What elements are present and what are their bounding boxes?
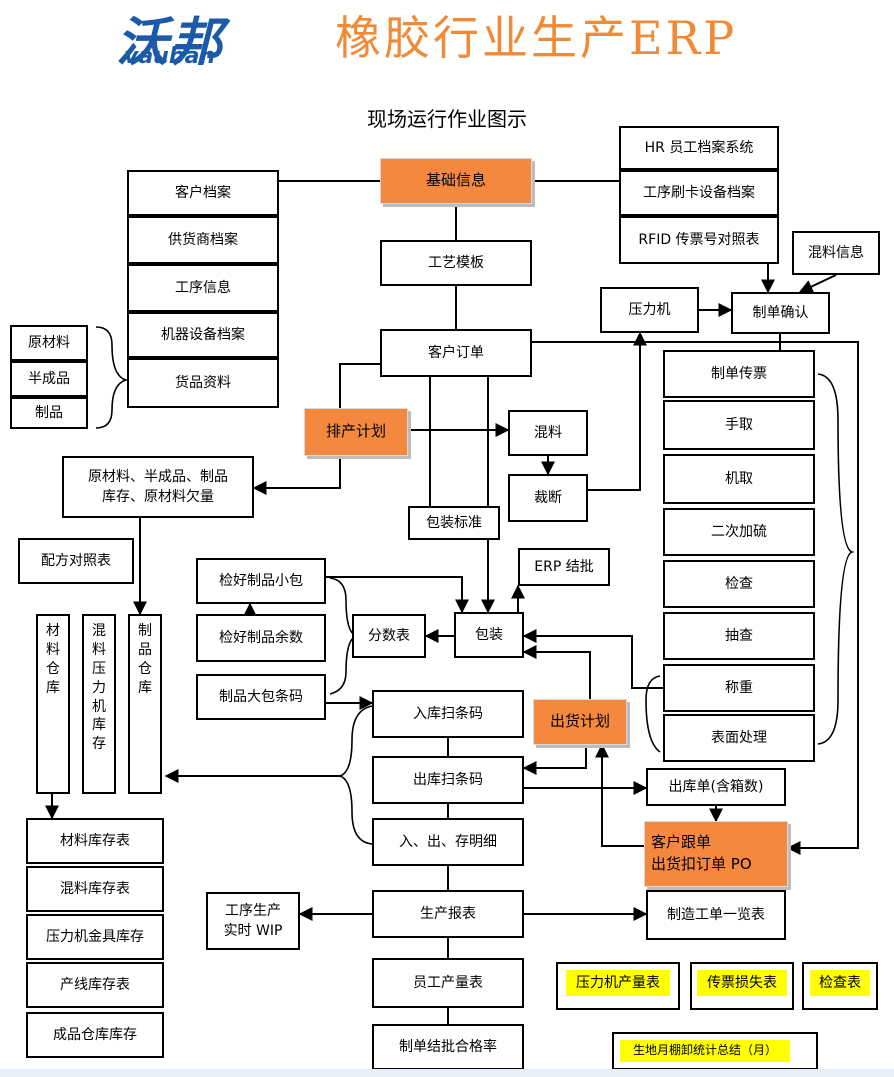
node-vulcanize: 二次加硫 xyxy=(663,508,815,556)
node-product: 制品 xyxy=(10,397,88,429)
node-material-stock: 材料库存表 xyxy=(26,818,164,864)
node-press-output: 压力机产量表 xyxy=(566,970,670,996)
node-machine-take: 机取 xyxy=(663,454,815,504)
vauban-logo: 沃邦 xyxy=(116,13,225,73)
node-schedule-plan: 排产计划 xyxy=(304,408,408,456)
node-mixing: 混料 xyxy=(508,410,588,456)
node-io-detail: 入、出、存明细 xyxy=(372,818,524,866)
node-staff-output: 员工产量表 xyxy=(372,958,524,1008)
node-supplier-file: 供货商档案 xyxy=(127,216,279,264)
node-spot-check: 抽查 xyxy=(663,612,815,660)
conn-follow-to-shipplan xyxy=(595,743,644,847)
node-wip: 工序生产 实时 WIP xyxy=(206,892,300,950)
node-order-confirm: 制单确认 xyxy=(731,292,830,334)
node-pack: 包装 xyxy=(454,612,524,658)
node-small-pack: 检好制品小包 xyxy=(196,558,326,604)
node-check-table: 检查表 xyxy=(810,970,870,996)
conn-mixinfo-to-confirm xyxy=(798,274,837,293)
node-finished-stock: 成品仓库库存 xyxy=(26,1012,164,1058)
node-work-order-list: 制造工单一览表 xyxy=(646,890,786,940)
node-mix-info: 混料信息 xyxy=(792,231,880,275)
conn-schedule-to-inventory xyxy=(252,456,341,495)
conn-order-to-schedule xyxy=(339,363,380,408)
brace-lower-steps xyxy=(645,675,661,753)
node-big-pack-barcode: 制品大包条码 xyxy=(196,674,326,720)
conn-order-to-right xyxy=(532,341,859,855)
node-erp-batch: ERP 结批 xyxy=(518,548,610,586)
node-mix-stock: 混料库存表 xyxy=(26,866,164,912)
page-title: 现场运行作业图示 xyxy=(367,107,527,131)
conn-cutting-to-press xyxy=(588,331,647,491)
node-production-report: 生产报表 xyxy=(372,890,524,938)
node-surface: 表面处理 xyxy=(663,714,815,762)
node-mix-press-stock: 混 料 压 力 机 库 存 xyxy=(82,614,116,794)
node-weigh: 称重 xyxy=(663,664,815,712)
node-ticket-loss: 传票损失表 xyxy=(697,970,787,996)
node-rfid-table: RFID 传票号对照表 xyxy=(619,216,779,264)
node-machine-file: 机器设备档案 xyxy=(127,312,279,358)
node-process-info: 工序信息 xyxy=(127,264,279,312)
node-press: 压力机 xyxy=(600,287,699,333)
node-line-stock: 产线库存表 xyxy=(26,962,164,1008)
node-customer-follow: 客户跟单 出货扣订单 PO xyxy=(644,821,788,887)
conn-smallpack-to-pack xyxy=(326,576,469,614)
node-goods-data: 货品资料 xyxy=(127,358,279,408)
node-material-warehouse: 材 料 仓 库 xyxy=(36,614,70,794)
node-inventory: 原材料、半成品、制品 库存、原材料欠量 xyxy=(62,456,254,518)
node-mold-stock: 压力机金具库存 xyxy=(26,914,164,960)
brace-scan-group xyxy=(337,705,373,845)
node-raw-material: 原材料 xyxy=(10,325,88,361)
node-pack-standard: 包装标准 xyxy=(408,506,500,540)
conn-shipplan-to-outscan xyxy=(522,745,587,775)
bottom-bar xyxy=(0,1069,894,1077)
node-score-table: 分数表 xyxy=(352,614,426,658)
app-title: 橡胶行业生产ERP xyxy=(335,11,738,65)
node-customer-order: 客户订单 xyxy=(380,329,532,377)
brace-process-steps xyxy=(817,373,855,745)
node-order-ticket: 制单传票 xyxy=(663,350,815,398)
brace-goods xyxy=(95,326,129,429)
node-monthly-summary: 生地月棚卸统计总结（月） xyxy=(620,1040,790,1062)
conn-shipplan-to-pack xyxy=(522,645,591,699)
node-card-device: 工序刷卡设备档案 xyxy=(619,170,779,216)
node-customer-file: 客户档案 xyxy=(127,170,279,216)
node-hand-take: 手取 xyxy=(663,400,815,450)
node-base-info: 基础信息 xyxy=(380,158,532,204)
node-ship-plan: 出货计划 xyxy=(533,699,627,745)
node-craft-template: 工艺模板 xyxy=(380,240,532,286)
node-remain-count: 检好制品余数 xyxy=(196,614,326,662)
node-cutting: 裁断 xyxy=(508,474,588,522)
node-hr-system: HR 员工档案系统 xyxy=(619,126,779,170)
node-product-warehouse: 制 品 仓 库 xyxy=(128,614,162,794)
node-out-scan: 出库扫条码 xyxy=(372,756,524,804)
node-pass-rate: 制单结批合格率 xyxy=(372,1024,524,1070)
vauban-logo-text: vauban xyxy=(124,44,216,69)
node-recipe-table: 配方对照表 xyxy=(18,538,134,584)
node-out-document: 出库单(含箱数) xyxy=(646,768,786,806)
node-semi-product: 半成品 xyxy=(10,361,88,397)
node-in-scan: 入库扫条码 xyxy=(372,690,524,738)
node-inspect: 检查 xyxy=(663,560,815,608)
conn-process-to-pack xyxy=(522,629,663,689)
